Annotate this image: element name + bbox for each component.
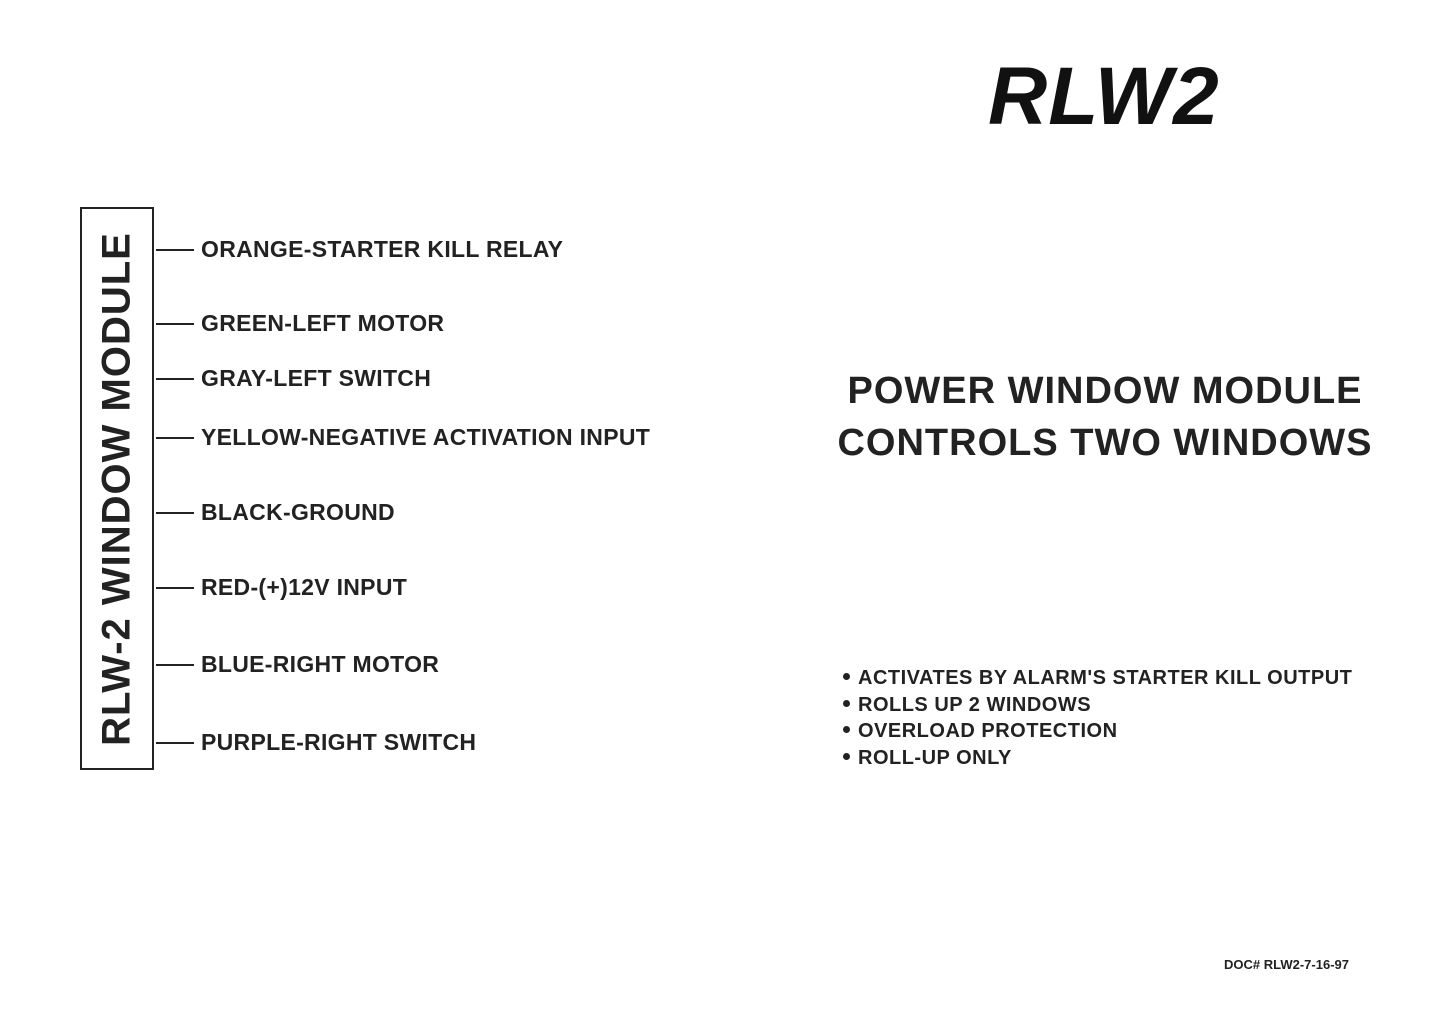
- wire-label: BLUE-RIGHT MOTOR: [201, 651, 440, 677]
- wire-gray: GRAY-LEFT SWITCH: [156, 365, 431, 392]
- bullet-icon: [843, 699, 850, 707]
- wire-label: ORANGE-STARTER KILL RELAY: [201, 236, 564, 262]
- wire-line: [156, 248, 194, 251]
- bullet-icon: [843, 673, 850, 681]
- wire-line: [156, 663, 194, 666]
- feature-item: ACTIVATES BY ALARM'S STARTER KILL OUTPUT: [843, 665, 1352, 692]
- feature-item: ROLLS UP 2 WINDOWS: [843, 692, 1352, 719]
- bullet-icon: [843, 726, 850, 734]
- headline-line-1: POWER WINDOW MODULE: [847, 370, 1363, 412]
- feature-item: OVERLOAD PROTECTION: [843, 718, 1352, 745]
- wire-yellow: YELLOW-NEGATIVE ACTIVATION INPUT: [156, 424, 650, 451]
- wire-label: BLACK-GROUND: [201, 499, 395, 525]
- wire-line: [156, 377, 194, 380]
- wire-green: GREEN-LEFT MOTOR: [156, 310, 444, 337]
- wire-label: PURPLE-RIGHT SWITCH: [201, 729, 477, 755]
- document-number: DOC# RLW2-7-16-97: [1224, 957, 1349, 972]
- wire-line: [156, 322, 194, 325]
- wire-label: GRAY-LEFT SWITCH: [201, 365, 432, 391]
- wire-blue: BLUE-RIGHT MOTOR: [156, 651, 439, 678]
- feature-item: ROLL-UP ONLY: [843, 745, 1352, 772]
- wire-label: YELLOW-NEGATIVE ACTIVATION INPUT: [201, 424, 651, 450]
- headline-line-2: CONTROLS TWO WINDOWS: [837, 422, 1373, 464]
- product-title: RLW2: [988, 51, 1220, 142]
- module-label: RLW-2 WINDOW MODULE: [94, 232, 139, 746]
- wire-line: [156, 741, 194, 744]
- wire-black: BLACK-GROUND: [156, 499, 395, 526]
- wire-purple: PURPLE-RIGHT SWITCH: [156, 729, 476, 756]
- wire-line: [156, 586, 194, 589]
- wire-line: [156, 511, 194, 514]
- wire-line: [156, 436, 194, 439]
- module-box: [80, 207, 154, 770]
- wire-red: RED-(+)12V INPUT: [156, 574, 407, 601]
- wire-label: RED-(+)12V INPUT: [201, 574, 408, 600]
- bullet-icon: [843, 752, 850, 760]
- feature-list: ACTIVATES BY ALARM'S STARTER KILL OUTPUT…: [843, 665, 1352, 771]
- wire-orange: ORANGE-STARTER KILL RELAY: [156, 236, 563, 263]
- wire-label: GREEN-LEFT MOTOR: [201, 310, 445, 336]
